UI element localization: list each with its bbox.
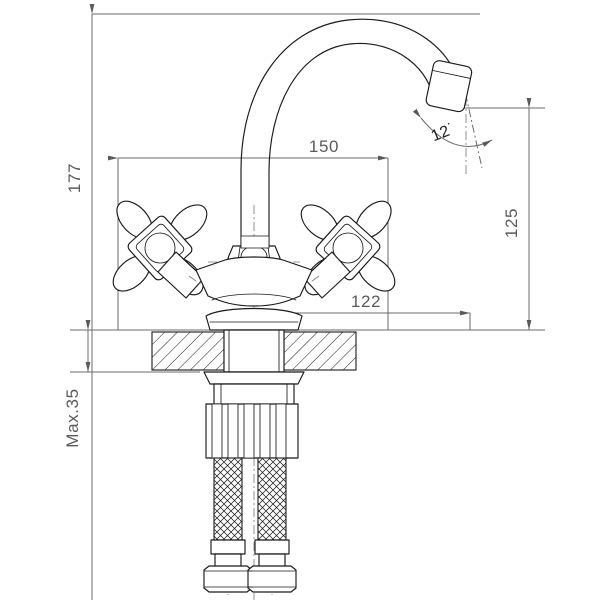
dimension-max-deck-thickness: Max.35 <box>63 320 91 448</box>
dimension-overall-height: 177 <box>65 4 95 600</box>
deck-section <box>151 331 357 371</box>
dimension-label-125: 125 <box>502 208 521 238</box>
dimension-label-angle: 12˙ <box>429 120 458 145</box>
flex-hoses <box>213 457 287 541</box>
threaded-collar <box>205 403 299 459</box>
dimension-label-150: 150 <box>309 137 339 156</box>
left-handle <box>112 200 216 299</box>
aerator <box>425 60 473 113</box>
dimension-outlet-height: 125 <box>502 98 532 330</box>
spout <box>240 18 462 259</box>
shank <box>223 329 285 373</box>
dimension-label-max35: Max.35 <box>63 388 82 447</box>
mixer-body <box>195 256 313 307</box>
dimension-spout-reach: 150 <box>108 137 388 161</box>
base-flange <box>205 307 303 331</box>
extension-lines <box>70 13 545 373</box>
right-handle <box>292 200 396 299</box>
dimension-label-177: 177 <box>65 163 84 193</box>
hose-nuts <box>203 565 297 593</box>
dimension-label-122: 122 <box>351 292 381 311</box>
